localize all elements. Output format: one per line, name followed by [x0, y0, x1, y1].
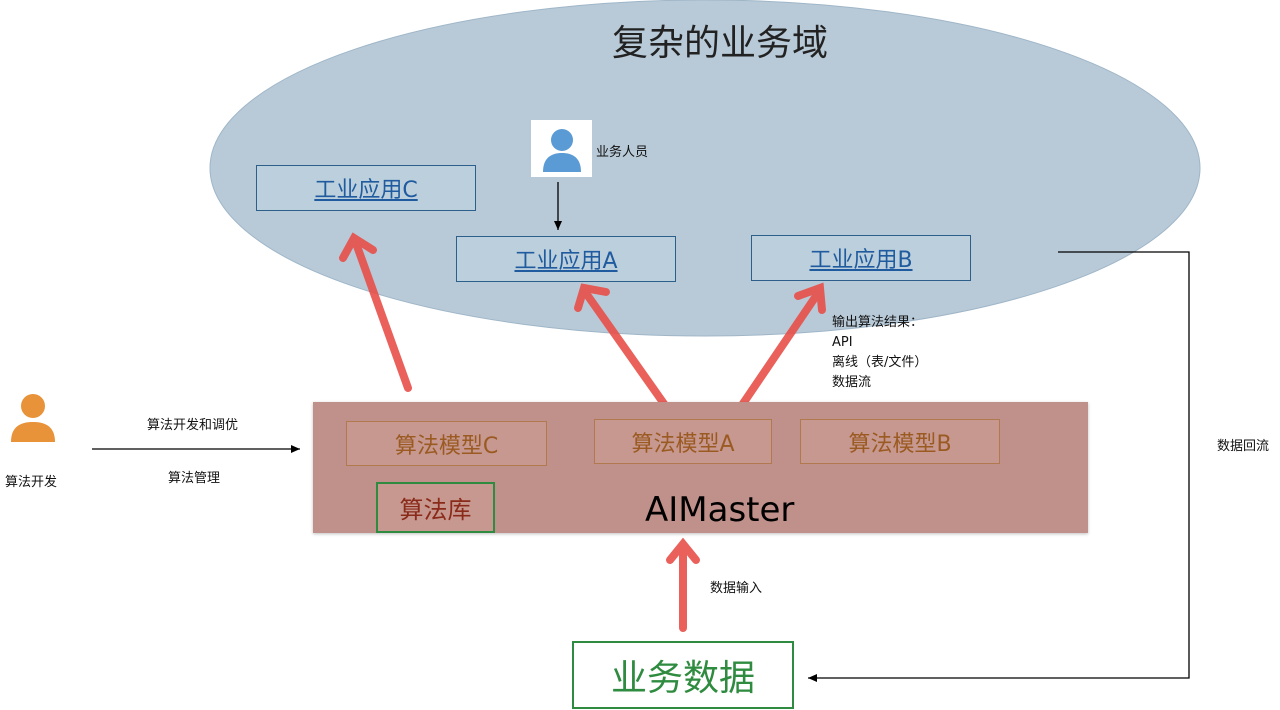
output-note-line: 数据流 [832, 375, 872, 390]
data-return-label: 数据回流 [1217, 439, 1270, 454]
model-a-box[interactable]: 算法模型A [594, 419, 772, 464]
red-arrow-model-c-to-app-c [339, 232, 412, 392]
app-b-box[interactable]: 工业应用B [751, 235, 971, 281]
data-return-line [808, 251, 1190, 682]
business-data-box[interactable]: 业务数据 [572, 641, 794, 709]
red-arrow-model-a-to-app-b [736, 282, 826, 412]
algorithm-library-box[interactable]: 算法库 [376, 482, 495, 533]
data-input-label: 数据输入 [710, 581, 763, 596]
output-note-line: API [832, 335, 853, 350]
person-icon [11, 394, 55, 442]
developer-arrow-bottom-label: 算法管理 [168, 471, 221, 486]
app-a-box[interactable]: 工业应用A [456, 236, 676, 282]
business-staff-label: 业务人员 [596, 145, 649, 160]
developer-icon-wrap [10, 392, 56, 446]
developer-arrow-top-label: 算法开发和调优 [147, 418, 239, 433]
model-c-box[interactable]: 算法模型C [346, 421, 547, 466]
app-c-box[interactable]: 工业应用C [256, 165, 476, 211]
person-icon [542, 128, 581, 172]
business-staff-card [531, 120, 592, 177]
model-b-box[interactable]: 算法模型B [800, 419, 1000, 464]
platform-name: AIMaster [645, 490, 795, 530]
red-arrow-model-a-to-app-a [574, 283, 671, 412]
output-note-line: 离线（表/文件） [832, 355, 928, 370]
domain-title: 复杂的业务域 [611, 23, 828, 64]
developer-label: 算法开发 [5, 475, 58, 490]
output-note: 输出算法结果： API 离线（表/文件） 数据流 [832, 313, 927, 393]
red-arrow-data-input [666, 537, 700, 632]
output-note-line: 输出算法结果： [832, 315, 924, 330]
